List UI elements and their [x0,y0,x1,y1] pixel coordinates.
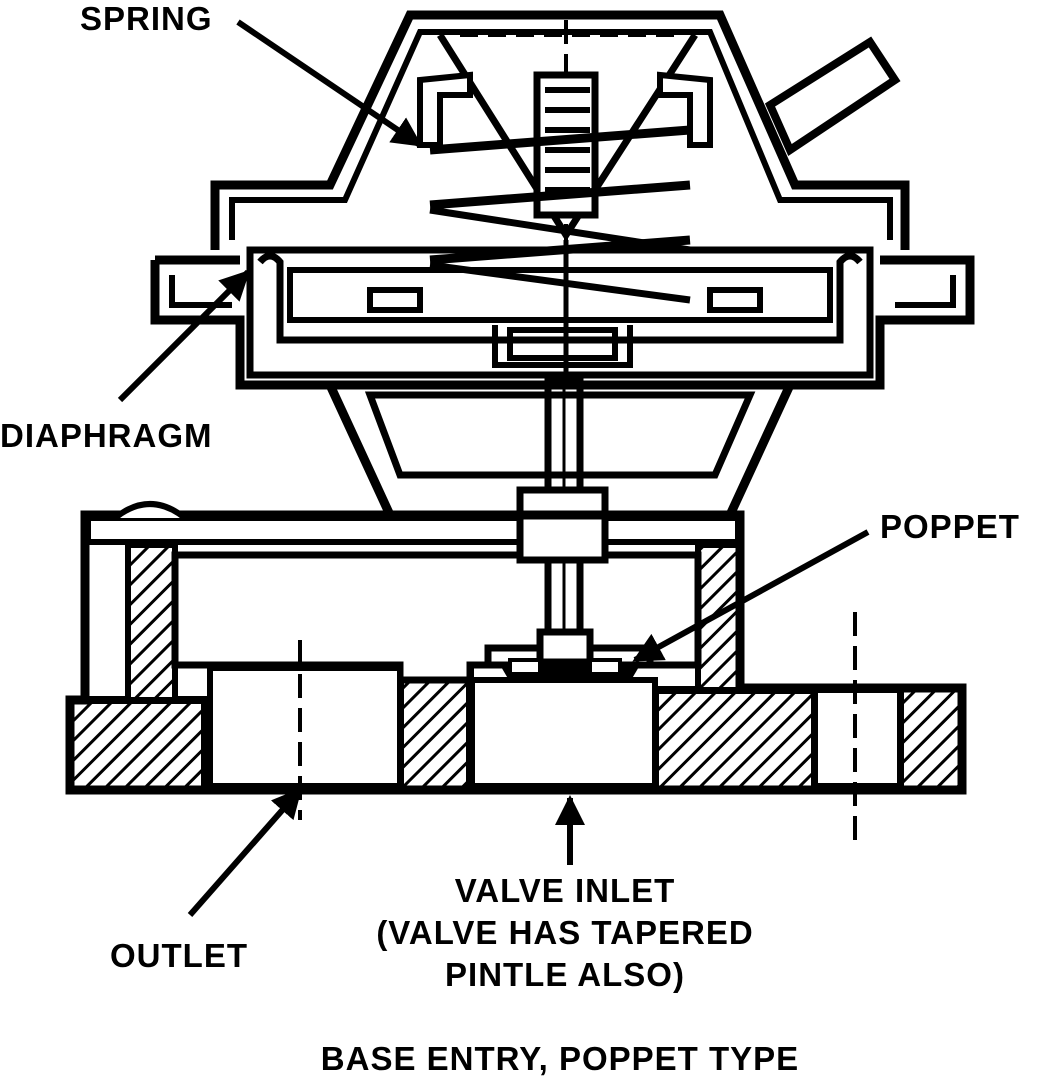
spring [429,71,691,380]
diaphragm-leader [117,269,251,403]
valve-inlet-label-line2: (VALVE HAS TAPERED [376,914,754,951]
spring-label: SPRING [80,0,213,37]
upper-cover [210,10,910,250]
poppet-label: POPPET [880,508,1020,545]
diaphragm-area [150,246,975,390]
leader-lines [117,19,870,917]
poppet-leader [632,529,870,663]
outlet-label: OUTLET [110,937,248,974]
outlet-leader [187,787,303,917]
diaphragm-label: DIAPHRAGM [0,417,213,454]
valve-base [65,501,967,795]
valve-inlet-label-line1: VALVE INLET [454,872,676,909]
spring-leader [236,19,423,148]
valve-inlet-label-line3: PINTLE ALSO) [445,956,685,993]
figure-caption: BASE ENTRY, POPPET TYPE [320,1040,800,1077]
